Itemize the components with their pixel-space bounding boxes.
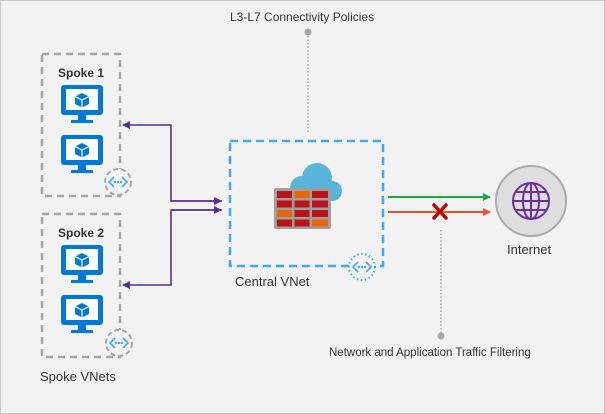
central-vnet-peering-icon (348, 253, 376, 281)
spoke-1-box (40, 52, 122, 198)
spoke-1-vm-2-icon (60, 134, 104, 174)
spoke-2-vnet-peering-icon (105, 329, 133, 357)
arrow-hub-to-spoke-1 (122, 121, 222, 202)
internet-label: Internet (507, 242, 552, 257)
top-annotation-label: L3-L7 Connectivity Policies (230, 10, 375, 24)
top-annotation-dot (304, 28, 312, 36)
spoke-2-title: Spoke 2 (58, 226, 105, 240)
spoke-1-vm-1-icon (60, 84, 104, 124)
spoke-1-vnet-peering-icon (104, 168, 132, 196)
blocked-x-icon (432, 203, 448, 220)
spoke-vnets-label: Spoke VNets (40, 369, 116, 384)
bottom-annotation-label: Network and Application Traffic Filterin… (329, 347, 531, 359)
spoke-2-box (40, 212, 122, 359)
spoke-2-vm-2-icon (60, 294, 104, 334)
globe-icon (512, 182, 550, 220)
firewall-icon (274, 188, 331, 229)
spoke-2-vm-1-icon (60, 244, 104, 284)
central-vnet-label: Central VNet (235, 274, 310, 289)
bottom-annotation-dot (437, 332, 445, 340)
arrow-hub-to-spoke-2 (122, 209, 222, 289)
central-vnet-box (228, 139, 385, 268)
spoke-1-title: Spoke 1 (58, 66, 105, 80)
